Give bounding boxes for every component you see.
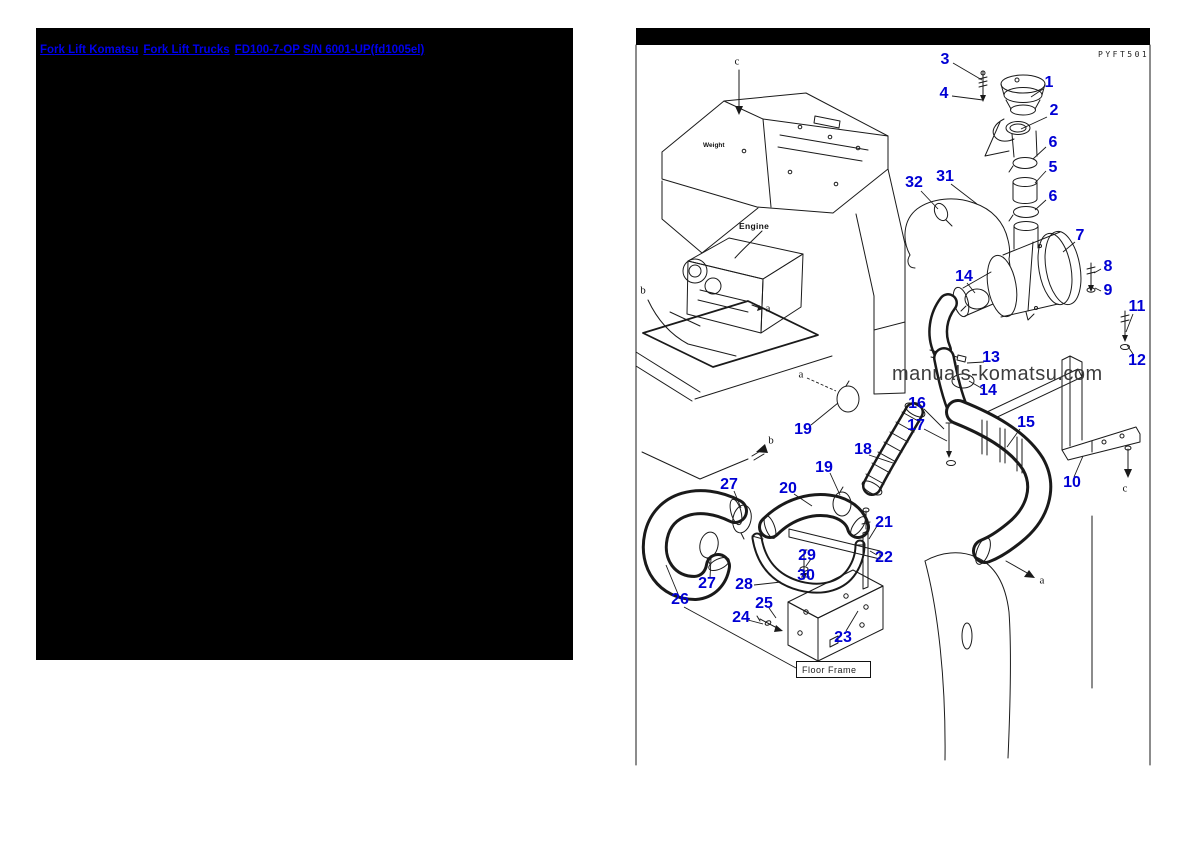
air-hoses — [641, 380, 926, 601]
left-black-panel: Fork Lift Komatsu Fork Lift Trucks FD100-7… — [36, 28, 573, 660]
plate-code: PYFT501 — [1098, 50, 1150, 59]
mounting-bracket-and-plate — [756, 507, 884, 662]
breadcrumb-link-category[interactable]: Fork Lift Trucks — [143, 44, 230, 56]
diagram-frame — [635, 44, 1151, 766]
fender-outline — [924, 515, 1093, 761]
watermark: manuals-komatsu.com — [892, 363, 1103, 385]
intake-pipes-and-bracket — [928, 288, 1141, 565]
engine-label: Engine — [739, 221, 770, 231]
diagram-top-bar — [636, 28, 1150, 45]
leader-lines — [665, 62, 1134, 669]
weight-label: Weight — [703, 142, 725, 149]
breadcrumb: Fork Lift Komatsu Fork Lift Trucks FD100-7… — [40, 44, 429, 56]
floor-frame-label: Floor Frame — [796, 661, 871, 678]
air-cleaner-assembly — [904, 70, 1130, 350]
breadcrumb-link-maker[interactable]: Fork Lift Komatsu — [40, 44, 139, 56]
breadcrumb-link-model[interactable]: FD100-7-OP S/N 6001-UP(fd1005el) — [234, 44, 425, 56]
view-arrows — [641, 444, 1035, 578]
engine-compartment-drawing — [635, 69, 906, 402]
